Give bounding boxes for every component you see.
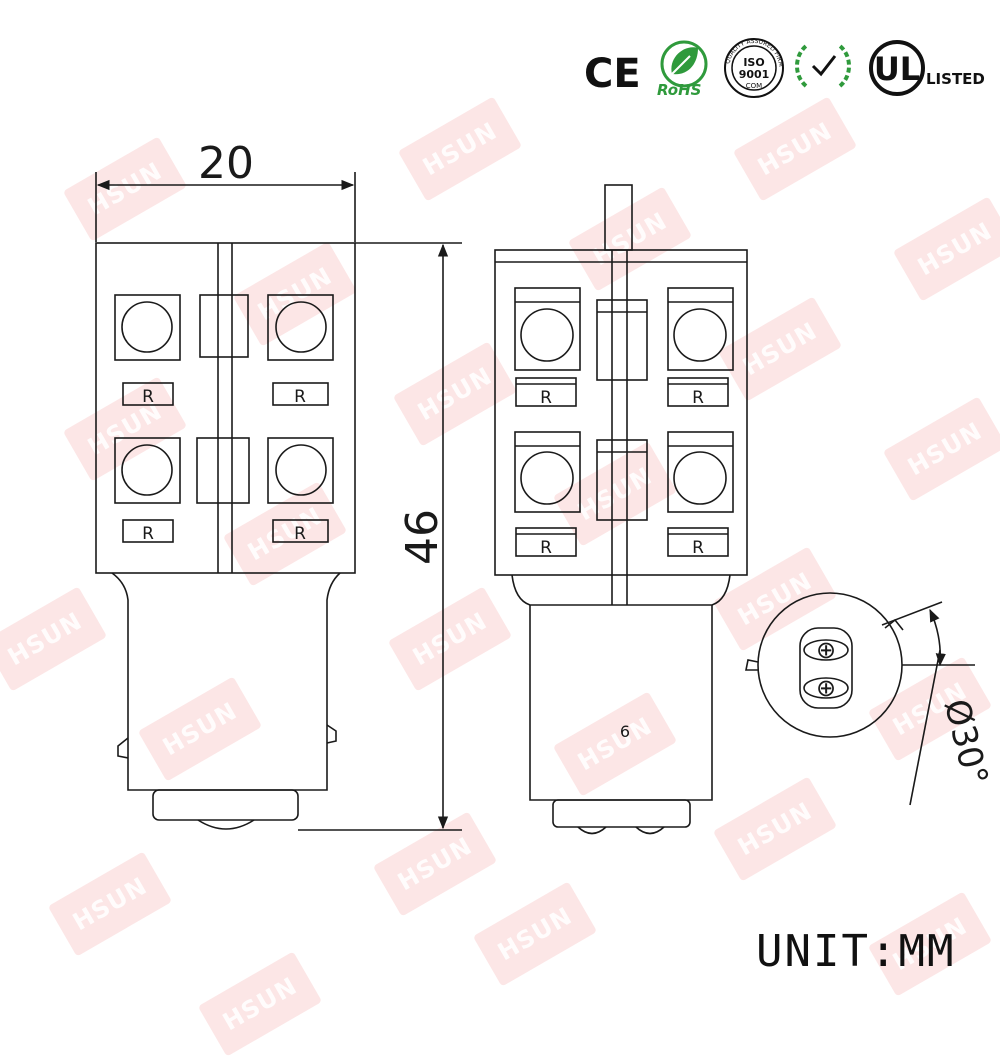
led-chip: [114, 294, 181, 361]
solder-tip: [197, 819, 255, 830]
side-view: [494, 184, 748, 835]
led-chip: [114, 437, 181, 504]
angle-leader-line: [909, 649, 941, 806]
resistor-label: R: [294, 387, 306, 407]
resistor-label: R: [692, 388, 704, 408]
resistor: [515, 527, 577, 557]
base-contact: [152, 789, 299, 821]
height-dimension-label: 46: [397, 509, 448, 565]
resistor-label: R: [540, 388, 552, 408]
bayonet-pin: [326, 724, 337, 744]
center-component: [596, 439, 648, 521]
center-component: [196, 437, 250, 504]
iso-sub: COM: [746, 82, 762, 90]
rohs-logo: RoHS: [657, 40, 708, 99]
resistor: [122, 382, 174, 406]
drawing-canvas: CE RoHS QUALITY ASSURED FIRM ISO 9001 CO…: [95, 38, 996, 835]
ce-mark: CE: [584, 51, 641, 97]
pin-mark: 6: [620, 722, 630, 741]
bulb-head: [494, 249, 748, 576]
unit-label: UNIT:MM: [756, 926, 956, 977]
iso-label: ISO: [743, 56, 764, 69]
resistor: [272, 519, 329, 543]
resistor-label: R: [294, 524, 306, 544]
front-view: [95, 172, 462, 831]
ul-listed-label: LISTED: [926, 70, 985, 88]
base-contact: [552, 799, 691, 828]
ul-logo: UL LISTED: [869, 40, 985, 96]
iso-number: 9001: [739, 68, 770, 81]
led-chip: [667, 431, 734, 513]
led-chip: [267, 437, 334, 504]
quality-wreath-logo: [795, 44, 851, 88]
led-chip: [667, 287, 734, 371]
bayonet-pin: [117, 737, 129, 759]
led-chip: [267, 294, 334, 361]
ul-mark: UL: [874, 50, 920, 88]
check-icon: [811, 55, 837, 77]
bulb-head: [95, 242, 356, 574]
bulb-base: [529, 605, 713, 801]
bulb-base: [111, 572, 341, 791]
resistor: [515, 377, 577, 407]
rohs-label: RoHS: [657, 81, 701, 99]
led-chip: [514, 431, 581, 513]
resistor-label: R: [692, 538, 704, 558]
resistor-label: R: [142, 387, 154, 407]
resistor: [272, 382, 329, 406]
resistor-label: R: [540, 538, 552, 558]
width-dimension-label: 20: [198, 138, 254, 189]
angle-arc: [929, 608, 946, 667]
resistor: [122, 519, 174, 543]
base-collar: [511, 574, 731, 606]
resistor-label: R: [142, 524, 154, 544]
technical-drawing: HSUN HSUN HSUN HSUN HSUN HSUN HSUN HSUN …: [0, 38, 1000, 1057]
center-component: [596, 299, 648, 381]
contact-pad: [803, 639, 849, 661]
base-outline: [757, 592, 903, 738]
contact-pad: [803, 677, 849, 699]
bayonet-pin: [745, 659, 759, 671]
polarity-mark: ⊕: [816, 674, 836, 702]
iso-logo: QUALITY ASSURED FIRM ISO 9001 COM: [724, 38, 784, 98]
resistor: [667, 377, 729, 407]
led-chip: [514, 287, 581, 371]
resistor: [667, 527, 729, 557]
certification-logos: CE RoHS QUALITY ASSURED FIRM ISO 9001 CO…: [584, 38, 985, 99]
filament-tab: [604, 184, 633, 251]
diameter-dimension-label: Ø30°: [936, 695, 996, 789]
center-component: [199, 294, 249, 358]
polarity-mark: ⊕: [816, 636, 836, 664]
bottom-view: [745, 592, 975, 806]
contact-pad-housing: [799, 627, 853, 709]
